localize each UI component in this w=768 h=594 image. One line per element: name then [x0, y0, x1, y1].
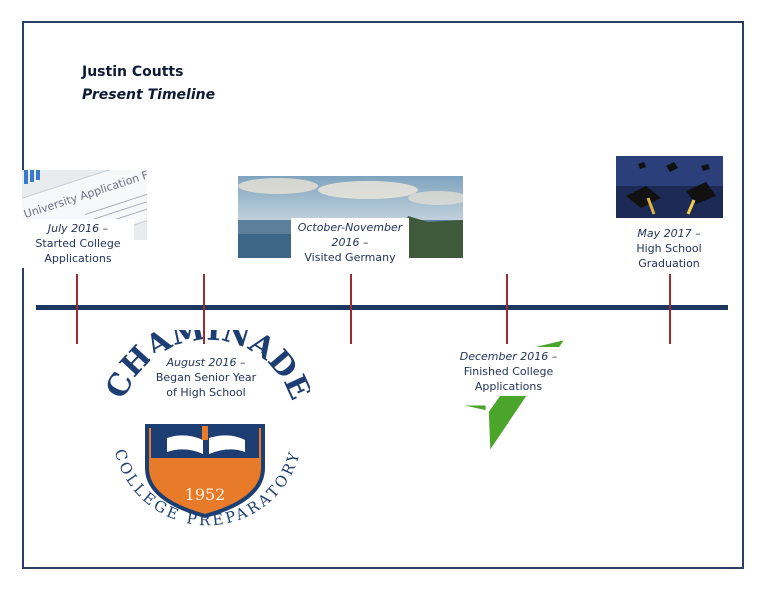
timeline-tick — [203, 274, 205, 344]
timeline-tick — [506, 274, 508, 344]
event-label-october-2016: October-November 2016 – Visited Germany — [291, 218, 409, 267]
event-label-august-2016: August 2016 – Began Senior Year of High … — [150, 353, 262, 402]
timeline-owner-name: Justin Coutts — [82, 64, 184, 80]
timeline-frame — [22, 21, 744, 569]
event-label-july-2016: July 2016 – Started College Applications — [22, 219, 134, 268]
timeline-title: Present Timeline — [82, 87, 216, 103]
graduation-caps-image — [616, 156, 723, 218]
timeline-tick — [669, 274, 671, 344]
event-label-december-2016: December 2016 – Finished College Applica… — [456, 347, 561, 396]
event-label-may-2017: May 2017 – High School Graduation — [612, 224, 726, 273]
timeline-tick — [76, 274, 78, 344]
timeline-tick — [350, 274, 352, 344]
logo-year: 1952 — [185, 485, 226, 504]
timeline-axis — [36, 305, 728, 310]
